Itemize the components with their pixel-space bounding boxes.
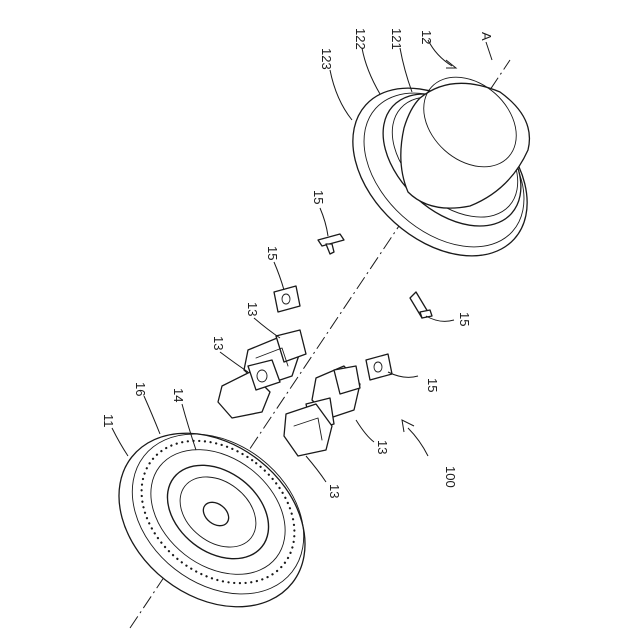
- leader-15-left: [274, 262, 284, 290]
- leader-15-lower: [388, 372, 418, 377]
- pin-top-tab: [326, 244, 334, 254]
- leader-13-a: [254, 318, 280, 338]
- label-15-right: 15: [457, 312, 472, 326]
- pin-part-15-top: [318, 234, 344, 254]
- label-123: 123: [319, 48, 334, 70]
- label-15-lower: 15: [425, 378, 440, 392]
- label-121: 121: [389, 28, 404, 50]
- label-16: 16: [133, 382, 148, 396]
- leader-13-b: [220, 352, 248, 372]
- leader-A: [486, 42, 492, 60]
- leader-13-c: [356, 420, 374, 442]
- label-11: 11: [101, 414, 116, 428]
- label-13-c: 13: [375, 440, 390, 454]
- pin-part-15-lower: [366, 354, 392, 380]
- leader-15-top: [320, 208, 328, 236]
- label-15-left: 15: [265, 246, 280, 260]
- label-100: 100: [443, 466, 458, 488]
- label-A: A: [479, 32, 494, 41]
- leader-16: [144, 396, 160, 434]
- label-14: 14: [171, 388, 186, 402]
- clamp-block-left: [218, 360, 280, 418]
- leader-11: [112, 428, 128, 456]
- leader-13-d: [306, 456, 326, 482]
- label-13-b: 13: [211, 336, 226, 350]
- leader-122: [362, 48, 380, 94]
- pin-right-tab: [420, 310, 432, 318]
- pin-lower-body: [366, 354, 392, 380]
- label-13-a: 13: [245, 302, 260, 316]
- label-12: 12: [419, 30, 434, 44]
- leader-100-arrow: [402, 420, 414, 432]
- pin-part-15-right: [410, 292, 432, 318]
- label-15-top: 15: [311, 190, 326, 204]
- label-122: 122: [353, 28, 368, 50]
- label-13-d: 13: [327, 484, 342, 498]
- dome-cap-part-12: [320, 55, 560, 290]
- leader-123: [330, 70, 352, 120]
- pin-left-body: [274, 286, 300, 312]
- pin-part-15-left: [274, 286, 300, 312]
- leader-12-arrow: [446, 60, 456, 68]
- leader-100: [408, 428, 428, 456]
- leader-121: [400, 48, 412, 92]
